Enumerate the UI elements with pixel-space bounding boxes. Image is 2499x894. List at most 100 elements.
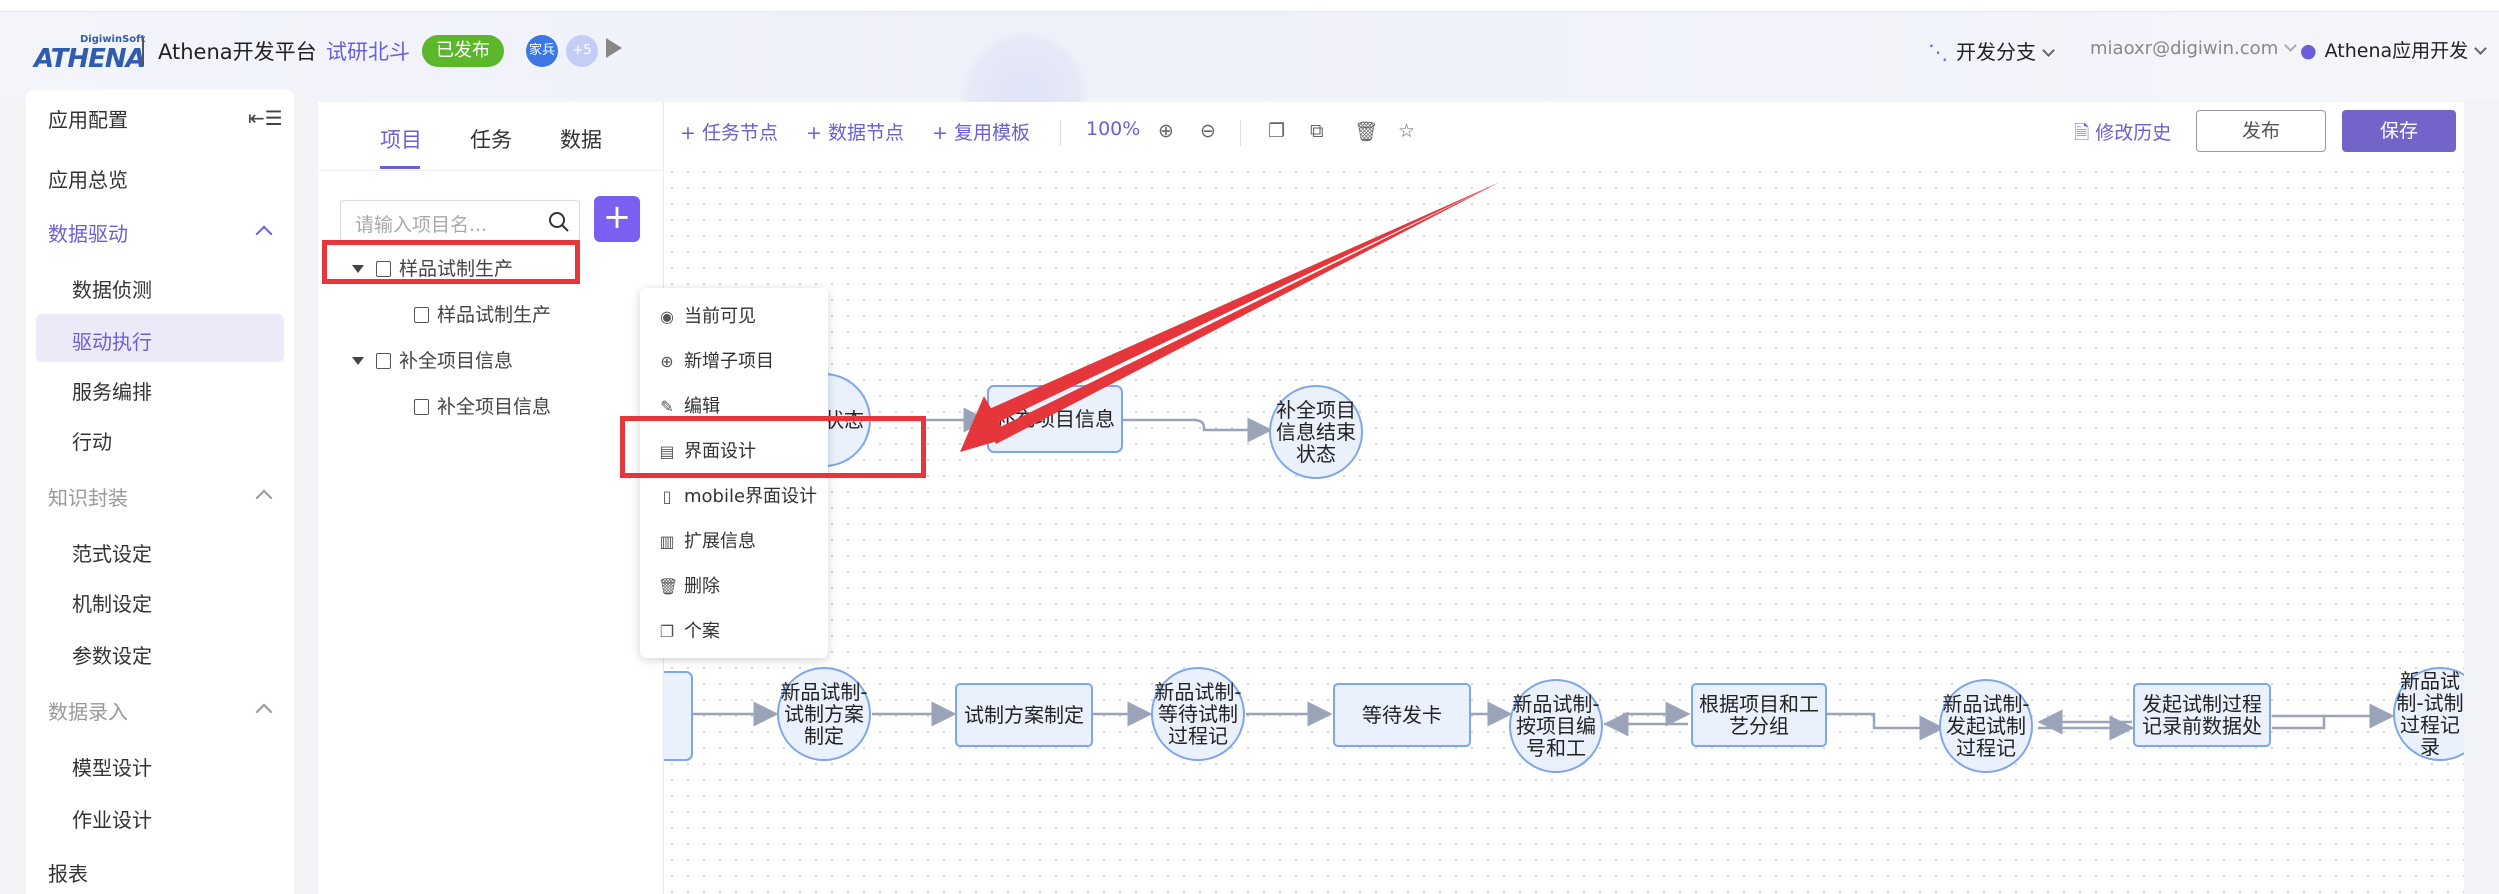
flow-connectors — [664, 373, 2464, 773]
left-sidebar: 应用配置 ⇤☰ 应用总览 数据驱动 数据侦测 驱动执行 服务编排 行动 知识封装… — [26, 90, 294, 894]
flow-node[interactable]: 新品试制-试制过程记录 — [2396, 670, 2464, 758]
zoom-level: 100% — [1086, 118, 1141, 140]
sidebar-item-data-driven[interactable]: 数据驱动 — [48, 222, 128, 246]
sidebar-item-model[interactable]: 模型设计 — [72, 756, 152, 780]
highlight-box-tree-node — [322, 240, 580, 284]
sidebar-item-report[interactable]: 报表 — [48, 862, 88, 886]
sidebar-item-service[interactable]: 服务编排 — [72, 380, 152, 404]
header-divider — [142, 38, 144, 66]
flow-node[interactable]: 新品试制-等待试制过程记 — [1154, 680, 1242, 748]
logo-text: ATHENA — [34, 44, 146, 74]
connector-lines — [664, 407, 2395, 741]
sidebar-item-params[interactable]: 参数设定 — [72, 644, 152, 668]
branch-selector[interactable]: ⋱开发分支 — [1928, 36, 2055, 65]
tree-node[interactable]: 补全项目信息 — [352, 346, 513, 373]
sidebar-item-overview[interactable]: 应用总览 — [48, 168, 128, 192]
mobile-icon: ▯ — [662, 487, 672, 506]
logo-small-text: DigiwinSoft — [80, 34, 146, 45]
toolbar-divider — [1240, 120, 1241, 146]
flow-node[interactable]: 试制方案制定 — [964, 703, 1084, 727]
tree-node[interactable]: 样品试制生产 — [414, 300, 551, 327]
extension-icon: ▥ — [659, 532, 675, 551]
sidebar-group-data-entry[interactable]: 数据录入 — [48, 700, 128, 724]
menu-item-add-child[interactable]: ⊕新增子项目 — [658, 347, 774, 373]
flow-node[interactable]: 新品试制-按项目编号和工 — [1512, 692, 1600, 760]
collapse-menu-icon[interactable]: ⇤☰ — [248, 106, 283, 130]
tab-task[interactable]: 任务 — [470, 128, 512, 152]
sidebar-item-mechanism[interactable]: 机制设定 — [72, 592, 152, 616]
canvas-toolbar: + 任务节点 + 数据节点 + 复用模板 100% ⊕ ⊖ ❐ ⧉ 🗑 ☆ 🗎修… — [664, 102, 2464, 164]
document-icon — [414, 307, 429, 323]
document-icon — [414, 399, 429, 415]
sidebar-title: 应用配置 — [48, 108, 128, 132]
toolbar-divider — [1060, 120, 1061, 146]
expand-icon[interactable] — [352, 357, 364, 365]
athena-logo[interactable]: DigiwinSoft ATHENA — [34, 34, 146, 74]
flow-canvas[interactable]: 任务状态 补充项目信息 补全项目信息结束状态 新品试制-试制方案制定 试制方案制… — [664, 164, 2464, 894]
chevron-down-icon — [2042, 44, 2055, 57]
avatar-more[interactable]: +5 — [566, 35, 598, 67]
play-icon[interactable] — [606, 38, 622, 58]
menu-item-ui-design[interactable]: ▤界面设计 — [659, 441, 756, 462]
flow-node[interactable]: 等待发卡 — [1362, 703, 1442, 727]
avatar[interactable]: 家兵 — [526, 35, 558, 67]
platform-title: Athena开发平台 — [158, 40, 317, 64]
menu-item-extension[interactable]: ▥扩展信息 — [659, 531, 756, 552]
flow-node[interactable]: 新品试制-试制方案制定 — [780, 680, 868, 748]
tree-node[interactable]: 补全项目信息 — [414, 392, 551, 419]
trash-icon: 🗑 — [658, 577, 679, 596]
sidebar-item-job[interactable]: 作业设计 — [72, 808, 152, 832]
publish-button[interactable]: 发布 — [2196, 110, 2326, 152]
top-bar — [0, 0, 2499, 100]
app-selector[interactable]: ●Athena应用开发 — [2300, 36, 2487, 63]
delete-icon[interactable]: 🗑 — [1354, 121, 1379, 143]
history-button[interactable]: 🗎修改历史 — [2074, 122, 2172, 144]
save-button[interactable]: 保存 — [2342, 110, 2456, 152]
sidebar-group-knowledge[interactable]: 知识封装 — [48, 486, 128, 510]
edit-icon: ✎ — [660, 397, 674, 416]
chevron-up-icon[interactable] — [255, 225, 273, 243]
project-tree-panel: 项目 任务 数据 请输入项目名... + 样品试制生产 样品试制生产 补全项目信… — [318, 102, 664, 894]
chevron-up-icon[interactable] — [255, 703, 273, 721]
tab-project[interactable]: 项目 — [380, 128, 422, 152]
search-icon[interactable] — [547, 210, 571, 234]
sidebar-item-drive-exec[interactable]: 驱动执行 — [72, 330, 152, 354]
search-placeholder: 请输入项目名... — [355, 214, 488, 236]
browser-edge — [0, 0, 2499, 12]
zoom-out-icon[interactable]: ⊖ — [1200, 120, 1216, 142]
plus-circle-icon: ⊕ — [660, 352, 674, 371]
layout-icon: ▤ — [659, 442, 675, 461]
duplicate-icon[interactable]: ⧉ — [1310, 120, 1324, 142]
add-task-node-button[interactable]: + 任务节点 — [680, 122, 778, 144]
copy-icon: ❐ — [659, 622, 675, 641]
menu-item-delete[interactable]: 🗑删除 — [658, 576, 720, 597]
add-project-button[interactable]: + — [594, 196, 640, 242]
sidebar-item-paradigm[interactable]: 范式设定 — [72, 542, 152, 566]
copy-icon[interactable]: ❐ — [1268, 120, 1286, 142]
zoom-in-icon[interactable]: ⊕ — [1158, 120, 1174, 142]
menu-item-case[interactable]: ❐个案 — [659, 621, 720, 642]
flow-node[interactable]: 根据项目和工艺分组 — [1699, 692, 1819, 738]
tab-data[interactable]: 数据 — [560, 128, 602, 152]
sidebar-selection — [36, 314, 284, 362]
sidebar-item-action[interactable]: 行动 — [72, 430, 112, 454]
add-data-node-button[interactable]: + 数据节点 — [806, 122, 904, 144]
menu-item-edit[interactable]: ✎编辑 — [658, 392, 720, 418]
flow-node[interactable]: 发起试制过程记录前数据处 — [2142, 692, 2262, 738]
flow-node[interactable]: 补全项目信息结束状态 — [1276, 398, 1356, 466]
annotation-arrow — [960, 182, 1500, 452]
user-email[interactable]: miaoxr@digiwin.com — [2090, 38, 2298, 59]
search-input[interactable]: 请输入项目名... — [340, 200, 580, 242]
flow-node[interactable]: 新品试制-发起试制过程记 — [1942, 692, 2030, 760]
expand-icon[interactable] — [352, 265, 364, 273]
project-name[interactable]: 试研北斗 — [326, 40, 410, 64]
sidebar-item-data-detect[interactable]: 数据侦测 — [72, 278, 152, 302]
reuse-template-button[interactable]: + 复用模板 — [932, 122, 1030, 144]
user-icon: ● — [2300, 40, 2317, 62]
menu-item-visible[interactable]: ◉当前可见 — [658, 302, 756, 328]
tree-node[interactable]: 样品试制生产 — [352, 254, 513, 281]
chevron-up-icon[interactable] — [255, 489, 273, 507]
status-badge: 已发布 — [422, 35, 504, 67]
star-icon[interactable]: ☆ — [1398, 120, 1416, 142]
menu-item-mobile-ui-design[interactable]: ▯mobile界面设计 — [658, 482, 817, 508]
